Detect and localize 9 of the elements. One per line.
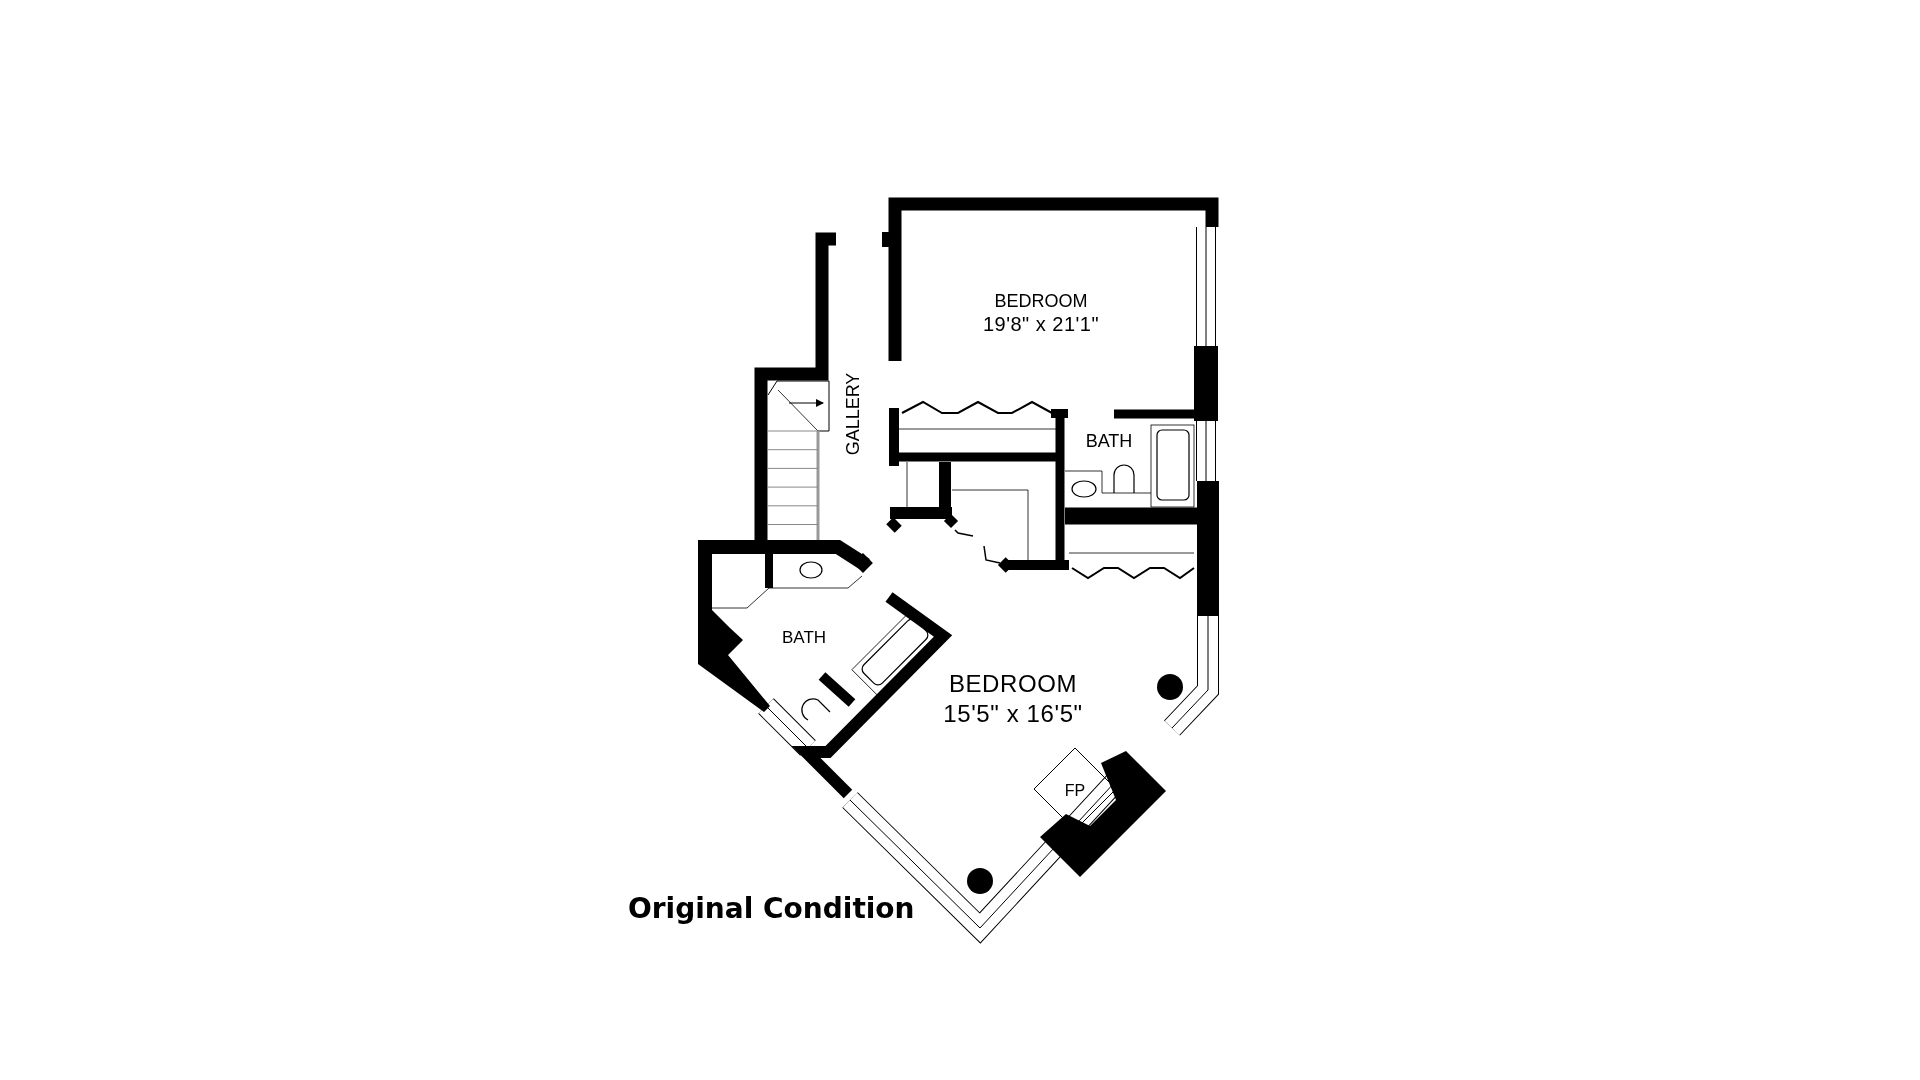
room-label-vertical: GALLERY (844, 372, 862, 456)
room-label: BATH (1085, 432, 1133, 450)
room-label: 15'5" x 16'5" (943, 702, 1083, 726)
room-label: BEDROOM (948, 672, 1078, 696)
room-label: BEDROOM (994, 292, 1088, 310)
room-label: BATH (781, 628, 827, 646)
caption: Original Condition (628, 895, 915, 923)
room-label: FP (1064, 783, 1086, 799)
room-label: 19'8" x 21'1" (982, 314, 1100, 334)
